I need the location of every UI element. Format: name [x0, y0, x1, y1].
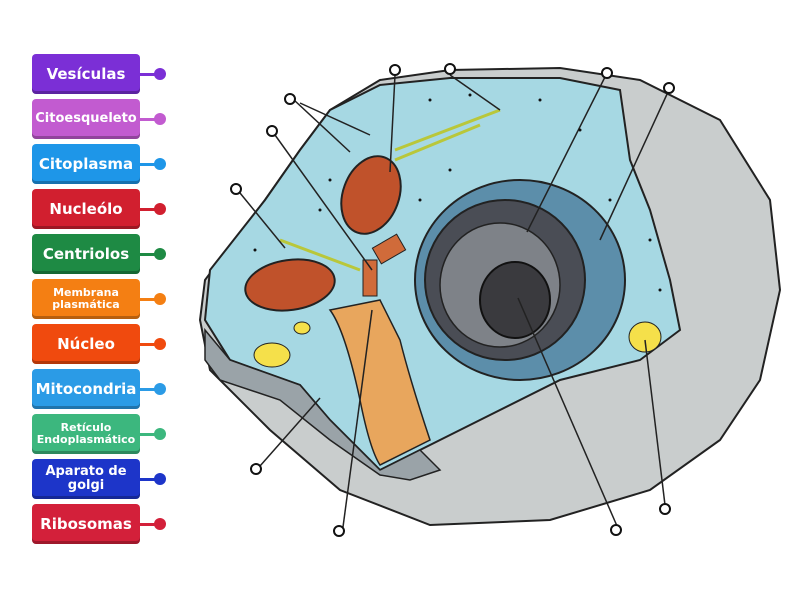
drop-zone-11[interactable]	[659, 503, 671, 515]
label-text: Retículo Endoplasmático	[36, 420, 136, 446]
label-text: Núcleo	[57, 334, 115, 353]
label-pin[interactable]	[140, 383, 166, 395]
drop-zone-7[interactable]	[230, 183, 242, 195]
label-tag[interactable]: Centriolos	[32, 234, 140, 274]
drop-zone-9[interactable]	[333, 525, 345, 537]
label-text: Vesículas	[46, 64, 126, 83]
drop-zone-2[interactable]	[444, 63, 456, 75]
label-pin[interactable]	[140, 158, 166, 170]
label-tag[interactable]: Membrana plasmática	[32, 279, 140, 319]
label-pin[interactable]	[140, 113, 166, 125]
label-text: Nucleólo	[49, 199, 123, 218]
label-text: Ribosomas	[40, 514, 132, 533]
label-tag[interactable]: Núcleo	[32, 324, 140, 364]
label-text: Aparato de golgi	[45, 463, 127, 493]
label-pin[interactable]	[140, 428, 166, 440]
drop-zone-6[interactable]	[266, 125, 278, 137]
label-tag[interactable]: Citoesqueleto	[32, 99, 140, 139]
label-pin[interactable]	[140, 293, 166, 305]
label-tag[interactable]: Nucleólo	[32, 189, 140, 229]
label-pin[interactable]	[140, 248, 166, 260]
drop-zone-1[interactable]	[389, 64, 401, 76]
label-tag[interactable]: Aparato de golgi	[32, 459, 140, 499]
drop-zone-10[interactable]	[610, 524, 622, 536]
label-pin[interactable]	[140, 473, 166, 485]
label-pin[interactable]	[140, 68, 166, 80]
label-tag[interactable]: Retículo Endoplasmático	[32, 414, 140, 454]
label-pin[interactable]	[140, 203, 166, 215]
label-tag[interactable]: Citoplasma	[32, 144, 140, 184]
label-text: Centriolos	[42, 244, 130, 263]
drop-zone-4[interactable]	[663, 82, 675, 94]
label-tag[interactable]: Mitocondria	[32, 369, 140, 409]
label-tag[interactable]: Ribosomas	[32, 504, 140, 544]
drop-zone-3[interactable]	[601, 67, 613, 79]
label-text: Citoesqueleto	[35, 110, 137, 126]
label-text: Mitocondria	[35, 379, 137, 398]
label-text: Membrana plasmática	[52, 285, 120, 311]
drop-zone-8[interactable]	[250, 463, 262, 475]
label-tag[interactable]: Vesículas	[32, 54, 140, 94]
drop-zone-5[interactable]	[284, 93, 296, 105]
label-pin[interactable]	[140, 518, 166, 530]
label-pin[interactable]	[140, 338, 166, 350]
label-text: Citoplasma	[38, 154, 134, 173]
